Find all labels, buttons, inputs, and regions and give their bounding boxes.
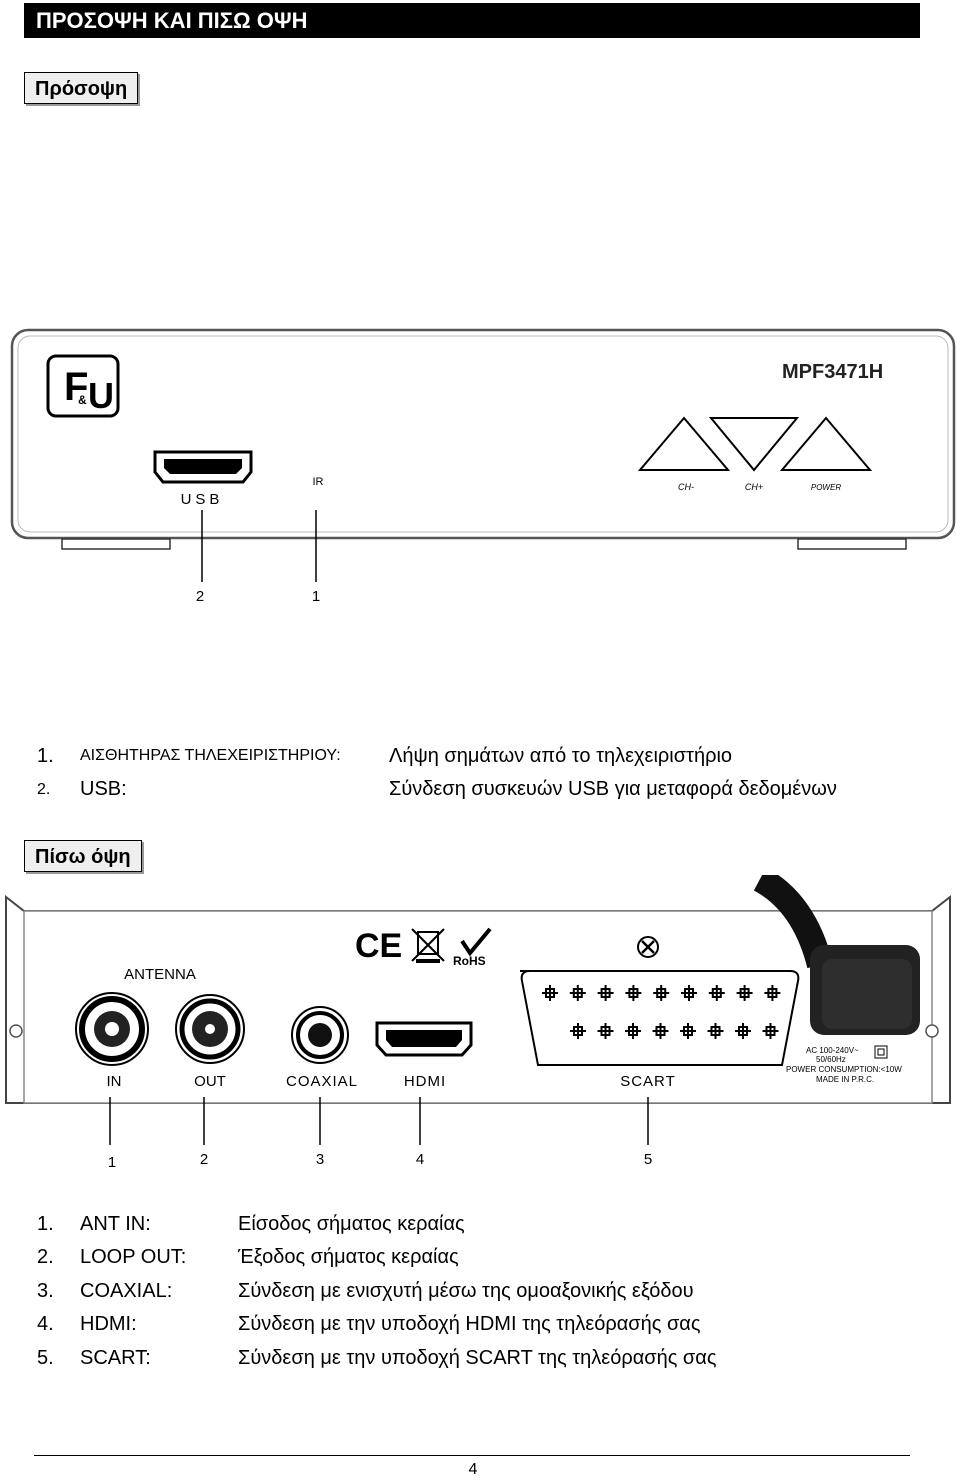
scart-pin — [542, 985, 558, 1001]
coaxial-label: COAXIAL — [286, 1073, 358, 1090]
svg-text:POWER CONSUMPTION:<10W: POWER CONSUMPTION:<10W — [786, 1065, 902, 1074]
scart-pin — [735, 1023, 751, 1039]
coaxial-port — [291, 1006, 349, 1064]
callout-2: 2 — [200, 1151, 208, 1168]
ch-minus-button — [637, 416, 731, 471]
svg-text:&: & — [78, 393, 87, 407]
scart-pin — [653, 985, 670, 1001]
callout-5: 5 — [644, 1151, 652, 1168]
ce-mark: CE — [355, 927, 402, 965]
ir-label: IR — [313, 476, 324, 488]
scart-pin — [625, 985, 642, 1001]
rohs-icon: RoHS — [453, 927, 492, 968]
scart-pin — [708, 985, 725, 1001]
ch-plus-button — [708, 417, 800, 472]
svg-text:MADE IN P.R.C.: MADE IN P.R.C. — [816, 1075, 874, 1084]
power-button — [779, 416, 873, 471]
ch-plus-label: CH+ — [745, 482, 763, 492]
page-title: ΠΡΟΣΟΨΗ ΚΑΙ ΠΙΣΩ ΟΨΗ — [24, 3, 920, 38]
power-label: POWER — [811, 483, 841, 492]
scart-label: SCART — [620, 1073, 676, 1090]
out-label: OUT — [194, 1073, 226, 1090]
scart-pin — [762, 1023, 779, 1039]
antenna-label: ANTENNA — [124, 966, 196, 983]
svg-text:U: U — [88, 375, 114, 416]
svg-text:AC 100-240V~: AC 100-240V~ — [806, 1046, 859, 1055]
back-panel-illustration: CE RoHS ANTENNA — [5, 875, 951, 1171]
callout-4: 4 — [416, 1151, 424, 1168]
scart-pin — [681, 985, 697, 1001]
callout-usb: 2 — [196, 588, 204, 605]
svg-text:F: F — [64, 365, 88, 409]
scart-pin — [569, 985, 586, 1001]
scart-pin — [597, 985, 614, 1001]
callout-1: 1 — [108, 1154, 116, 1171]
ch-minus-label: CH- — [678, 482, 694, 492]
loop-out-port — [175, 994, 245, 1064]
svg-text:RoHS: RoHS — [453, 954, 486, 968]
scart-pin — [625, 1023, 641, 1039]
scart-pin — [764, 985, 781, 1001]
scart-pin — [652, 1023, 669, 1039]
usb-label: USB — [181, 491, 224, 508]
front-heading: Πρόσοψη — [24, 72, 139, 104]
scart-pin — [736, 985, 753, 1001]
svg-text:50/60Hz: 50/60Hz — [816, 1055, 846, 1064]
scart-pin — [680, 1023, 696, 1039]
callout-3: 3 — [316, 1151, 324, 1168]
in-label: IN — [107, 1073, 122, 1090]
power-info: AC 100-240V~ 50/60Hz POWER CONSUMPTION:<… — [786, 1045, 902, 1084]
footer-rule — [34, 1455, 910, 1456]
front-panel-illustration: F & U MPF3471H USB IR CH- CH+ POWER 2 1 — [10, 328, 956, 605]
model-label: MPF3471H — [782, 361, 883, 383]
scart-pin — [707, 1023, 724, 1039]
weee-icon — [411, 928, 445, 963]
page-number: 4 — [468, 1461, 478, 1478]
scart-pin — [570, 1023, 586, 1039]
back-heading: Πίσω όψη — [24, 840, 142, 872]
ant-in-port — [75, 992, 149, 1066]
usb-port — [153, 450, 253, 484]
scart-port — [520, 970, 800, 1066]
brand-logo: F & U — [46, 354, 120, 418]
hdmi-label: HDMI — [404, 1073, 446, 1090]
callout-ir: 1 — [312, 588, 320, 605]
screw-icon — [637, 936, 659, 958]
hdmi-port — [375, 1021, 473, 1057]
scart-pin — [597, 1023, 614, 1039]
